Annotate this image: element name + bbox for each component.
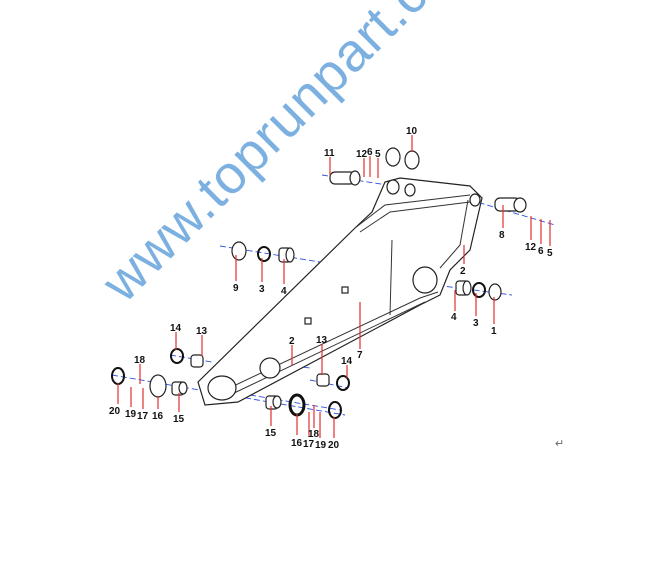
bushing-4-right [455, 280, 472, 296]
pin-11 [329, 170, 361, 186]
callout-17: 17 [137, 411, 149, 422]
callout-12: 12 [525, 242, 537, 253]
callout-3: 3 [259, 284, 265, 295]
ring-14-left [170, 348, 184, 364]
callout-19: 19 [315, 440, 327, 451]
callout-15: 15 [265, 428, 277, 439]
callout-16: 16 [291, 438, 303, 449]
callout-4: 4 [281, 286, 287, 297]
callout-14: 14 [170, 323, 182, 334]
callout-6: 6 [538, 246, 544, 257]
callout-5: 5 [375, 149, 381, 160]
callout-labels: 10 11 12 6 5 8 12 6 5 9 3 4 2 4 3 1 7 14… [109, 126, 553, 451]
callout-6: 6 [367, 147, 373, 158]
bushing-13-left [190, 354, 204, 368]
callout-20: 20 [328, 440, 340, 451]
callout-7: 7 [357, 350, 363, 361]
ring-14-right [336, 375, 350, 391]
boom-body [197, 177, 483, 406]
bushing-4-left [278, 247, 295, 263]
callout-16: 16 [152, 411, 164, 422]
callout-10: 10 [406, 126, 418, 137]
bushing-15-left [171, 381, 188, 396]
washer-1 [488, 283, 502, 301]
callout-17: 17 [303, 439, 315, 450]
callout-13: 13 [196, 326, 208, 337]
leader-lines [117, 135, 551, 438]
pin-8 [494, 197, 527, 213]
callout-18: 18 [134, 355, 146, 366]
washer-9 [231, 241, 247, 261]
callout-18: 18 [308, 429, 320, 440]
callout-15: 15 [173, 414, 185, 425]
ring-20-left [111, 367, 125, 385]
callout-20: 20 [109, 406, 121, 417]
callout-14: 14 [341, 356, 353, 367]
callout-5: 5 [547, 248, 553, 259]
callout-3: 3 [473, 318, 479, 329]
callout-4: 4 [451, 312, 457, 323]
plate-16-left [149, 374, 167, 398]
plate-16-right [288, 393, 306, 417]
callout-2: 2 [289, 336, 295, 347]
ring-20-right [328, 401, 342, 419]
ring-3-left [257, 246, 271, 262]
callout-13: 13 [316, 335, 328, 346]
callout-2: 2 [460, 266, 466, 277]
callout-11: 11 [324, 148, 335, 159]
callout-1: 1 [491, 326, 497, 337]
callout-19: 19 [125, 409, 137, 420]
callout-9: 9 [233, 283, 239, 294]
bushing-15-right [265, 395, 282, 410]
ring-3-right [472, 282, 486, 298]
washers-10 [385, 147, 420, 170]
return-mark: ↵ [555, 438, 565, 450]
callout-8: 8 [499, 230, 505, 241]
bushing-13-right [316, 373, 330, 387]
callout-12: 12 [356, 149, 368, 160]
